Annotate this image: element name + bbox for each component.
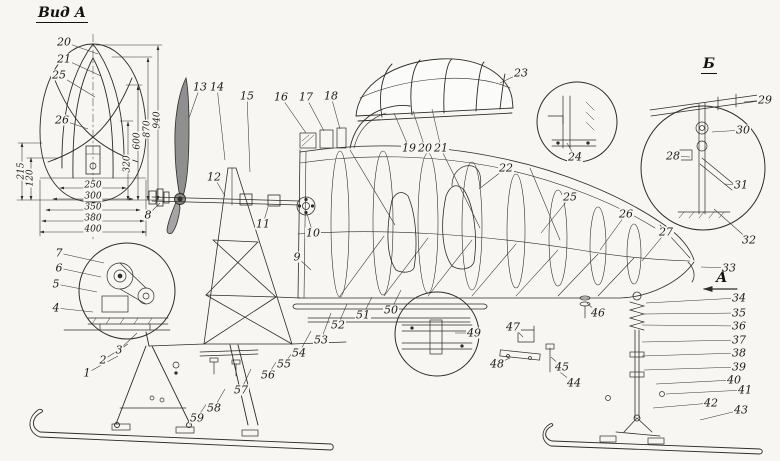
coupling-part-8 [148,190,157,205]
rear-seat [442,185,476,270]
right-ski [542,423,763,455]
shaft-bearing [267,194,281,207]
front-seat [387,192,417,273]
front-ski-strut [114,331,259,428]
detail-b-title: Б [701,56,717,74]
detail-circle-bracket [536,81,618,163]
windscreen [349,104,411,149]
detail-circle-b [640,93,766,231]
drive-shaft [148,188,316,216]
dashboard-panel [299,127,347,149]
detail-circle-engine [63,242,176,340]
front-view-drawing [39,33,147,241]
floor-rails [292,303,488,323]
fuselage-frame [297,145,695,299]
bracket-parts [499,295,591,373]
detail-circle-skid [394,291,480,377]
direction-a-label: А [716,270,728,286]
shaft-bearing [239,193,253,206]
canopy [355,58,514,122]
shaft-flange-10 [296,196,316,216]
tail-skid [687,261,695,283]
front-view-title: Вид А [36,5,89,23]
rear-suspension [605,291,665,437]
engine-mount-truss [203,167,347,345]
propeller [166,76,190,234]
left-ski [29,395,334,451]
front-view-dimensions [16,44,164,237]
